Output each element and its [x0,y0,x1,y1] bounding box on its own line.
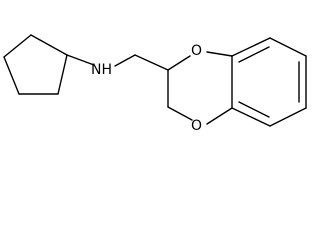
double-bond-inner [238,46,270,63]
bond [269,37,307,57]
bond [167,106,193,121]
bond [206,51,233,57]
bond [57,54,68,95]
bond [206,107,233,125]
ring-oxygen-lower-label: O [191,118,202,134]
benzene-ring [231,37,307,127]
bond [231,37,271,57]
bond [134,54,169,71]
bond [3,34,32,58]
double-bond-inner [238,101,270,118]
bond [30,34,68,56]
chemical-structure-diagram: NH O O [3,34,307,134]
dioxane-ring [167,51,233,125]
bond [167,55,191,71]
cyclopentyl-ring [3,34,68,95]
bond [231,107,271,127]
bond [114,54,136,67]
bond [269,107,307,127]
amine-nitrogen-label: NH [91,62,112,78]
bond [3,56,20,95]
bond [66,54,95,66]
ring-oxygen-upper-label: O [191,43,202,59]
